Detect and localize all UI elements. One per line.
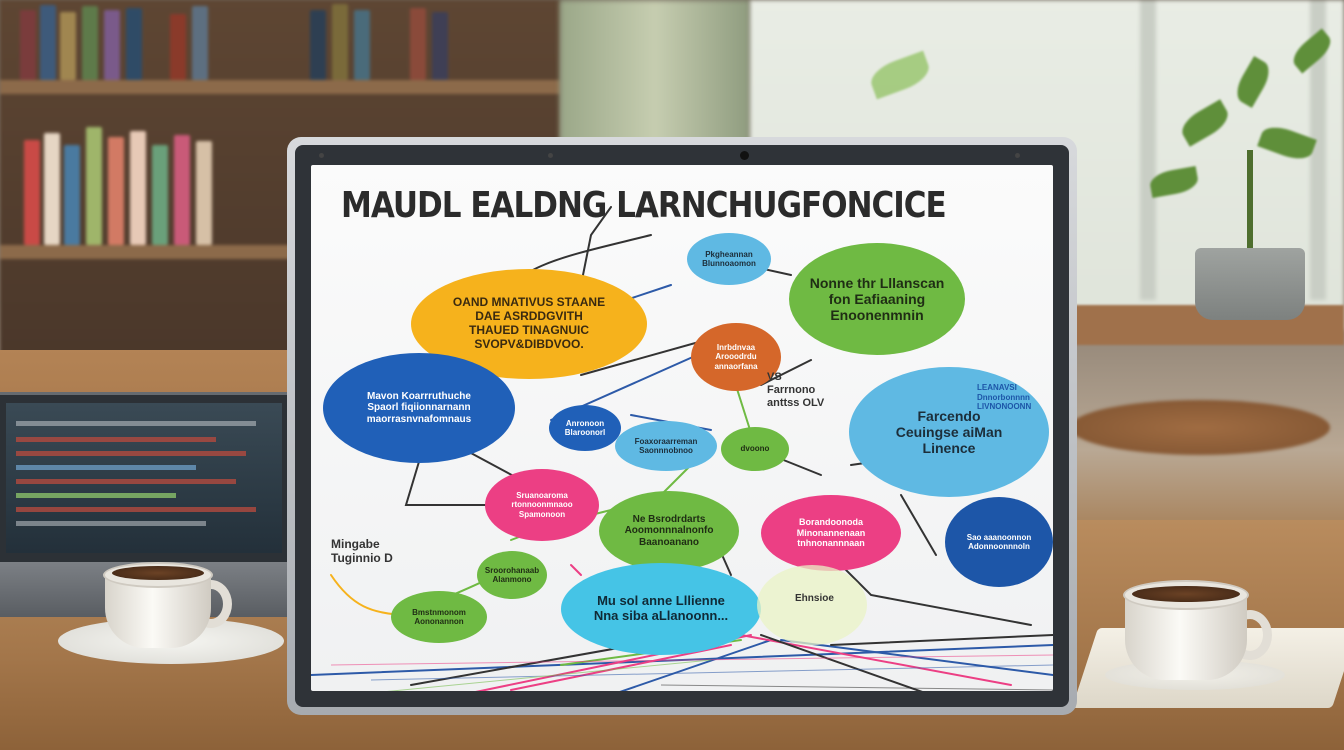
plant-stem [1247, 150, 1253, 250]
tablet-device: MAUDL EALDNG LARNCHUGFONCICE [287, 137, 1077, 715]
bubble-lightblue-right: Farcendo Ceuingse aiMan Linence [849, 367, 1049, 497]
laptop-screen [0, 392, 295, 568]
bubble-green-center: Ne Bsrodrdarts Aoomonnnalnonfo Baanoanan… [599, 491, 739, 571]
coffee [1132, 586, 1240, 602]
bubble-lightblue-top: Pkgheannan Blunnoaomon [687, 233, 771, 285]
tablet-camera [740, 151, 749, 160]
label-vs: VS Farrnono anttss OLV [767, 371, 825, 410]
bubble-lightblue-mid: Foaxoraarreman Saonnnobnoo [615, 421, 717, 471]
stool [1070, 400, 1330, 455]
bubble-pink-left: Sruanoaroma rtonnoonmnaoo Spamonoon [485, 469, 599, 541]
bubble-orange-mid: Inrbdnvaa Arooodrdu annaorfana [691, 323, 781, 391]
bubble-blue-left: Mavon Koarrruthuche Spaorl fiqiionnarnan… [323, 353, 515, 463]
bubble-pink-right: Borandoonoda Minonannenaan tnhnonannnaan [761, 495, 901, 571]
bubble-green-small-left: Sroorohanaab Alanmono [477, 551, 547, 599]
book-row [10, 0, 550, 80]
bubble-navy-right: Sao aaanoonnon Adonnoonnnoln [945, 497, 1053, 587]
board-title: MAUDL EALDNG LARNCHUGFONCICE [341, 185, 947, 227]
plant-pot [1195, 248, 1305, 320]
coffee [112, 566, 204, 580]
mind-map-board: MAUDL EALDNG LARNCHUGFONCICE [311, 165, 1053, 691]
bubble-green-top-right: Nonne thr Lllanscan fon Eafiaaning Enoon… [789, 243, 965, 355]
bubble-darkblue-small: Anronoon Blaroonorl [549, 405, 621, 451]
bubble-green-small-center: dvoono [721, 427, 789, 471]
bubble-cyan-bottom: Mu sol anne Lllienne Nna siba aLlanoonn.… [561, 563, 761, 655]
shelf-board [0, 80, 560, 94]
highlight-patch [757, 565, 867, 645]
book-row [10, 120, 550, 245]
label-bottom: Ehnsioe [795, 593, 834, 604]
label-left: Mingabe Tuginnio D [331, 537, 393, 566]
label-right: LEANAVSI Dnnorbonnnn LIVNONOONN [977, 383, 1032, 412]
bubble-green-bottom-left: Bmstnmonom Aononannon [391, 591, 487, 643]
